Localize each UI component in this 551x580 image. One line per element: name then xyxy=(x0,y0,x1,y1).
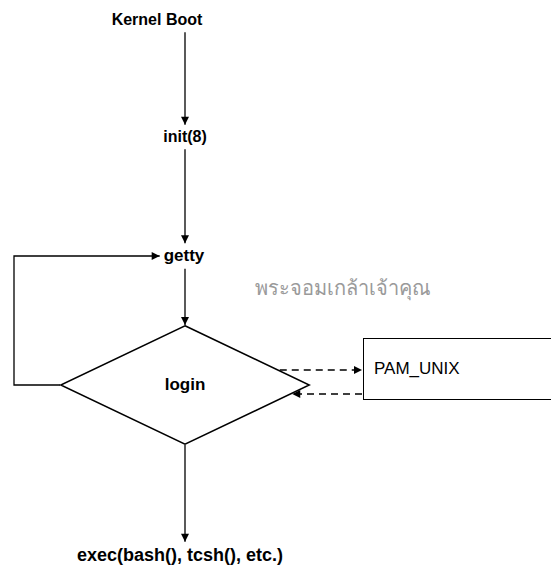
diamond-shape xyxy=(61,326,310,445)
node-text: getty xyxy=(164,246,205,266)
end-label: exec(bash(), tcsh(), etc.) xyxy=(77,545,283,566)
flow-arrow xyxy=(184,32,185,125)
node-text: PAM_UNIX xyxy=(374,359,460,379)
dashed-arrow xyxy=(292,393,362,394)
node-text: Kernel Boot xyxy=(112,11,203,29)
node-text: exec(bash(), tcsh(), etc.) xyxy=(77,545,283,566)
process-label: getty xyxy=(164,246,205,266)
watermark-text: พระจอมเกล้าเจ้าคุณ xyxy=(255,272,431,304)
flow-arrow xyxy=(184,149,185,243)
dashed-arrow xyxy=(280,369,362,370)
node-text: init(8) xyxy=(163,128,207,146)
flow-arrow xyxy=(184,445,185,542)
flow-arrow xyxy=(184,269,185,325)
module-box: PAM_UNIX xyxy=(363,338,551,400)
start-label: Kernel Boot xyxy=(112,11,203,29)
process-label: init(8) xyxy=(163,128,207,146)
decision-diamond: login xyxy=(60,325,310,445)
node-text: login xyxy=(165,375,206,395)
